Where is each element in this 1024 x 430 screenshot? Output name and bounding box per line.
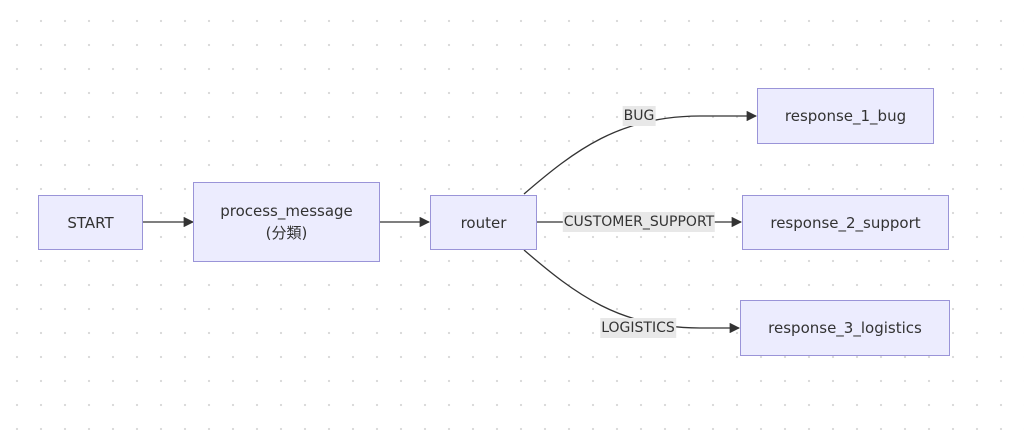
node-response-2-support-label: response_2_support [770, 213, 921, 232]
edge-router-to-logistics [523, 249, 741, 334]
node-response-1-bug-label: response_1_bug [784, 107, 907, 125]
edge-router-to-bug [523, 110, 758, 195]
node-response-2-support[interactable]: response_2_support [742, 195, 949, 250]
node-response-3-logistics[interactable]: response_3_logistics [740, 300, 950, 356]
node-response-3-logistics-label: response_3_logistics [768, 319, 922, 337]
node-response-1-bug[interactable]: response_1_bug [757, 88, 934, 144]
node-process-message[interactable]: process_message (分類) [193, 182, 380, 262]
edge-label-bug: BUG [622, 106, 656, 126]
node-process-message-label: process_message [220, 202, 353, 220]
node-router[interactable]: router [430, 195, 537, 250]
node-process-message-sublabel: (分類) [265, 224, 308, 242]
node-router-label: router [460, 213, 507, 232]
edge-label-logistics: LOGISTICS [600, 318, 676, 338]
node-start-label: START [67, 213, 114, 232]
node-start[interactable]: START [38, 195, 143, 250]
edge-label-customer-support: CUSTOMER_SUPPORT [562, 212, 716, 232]
